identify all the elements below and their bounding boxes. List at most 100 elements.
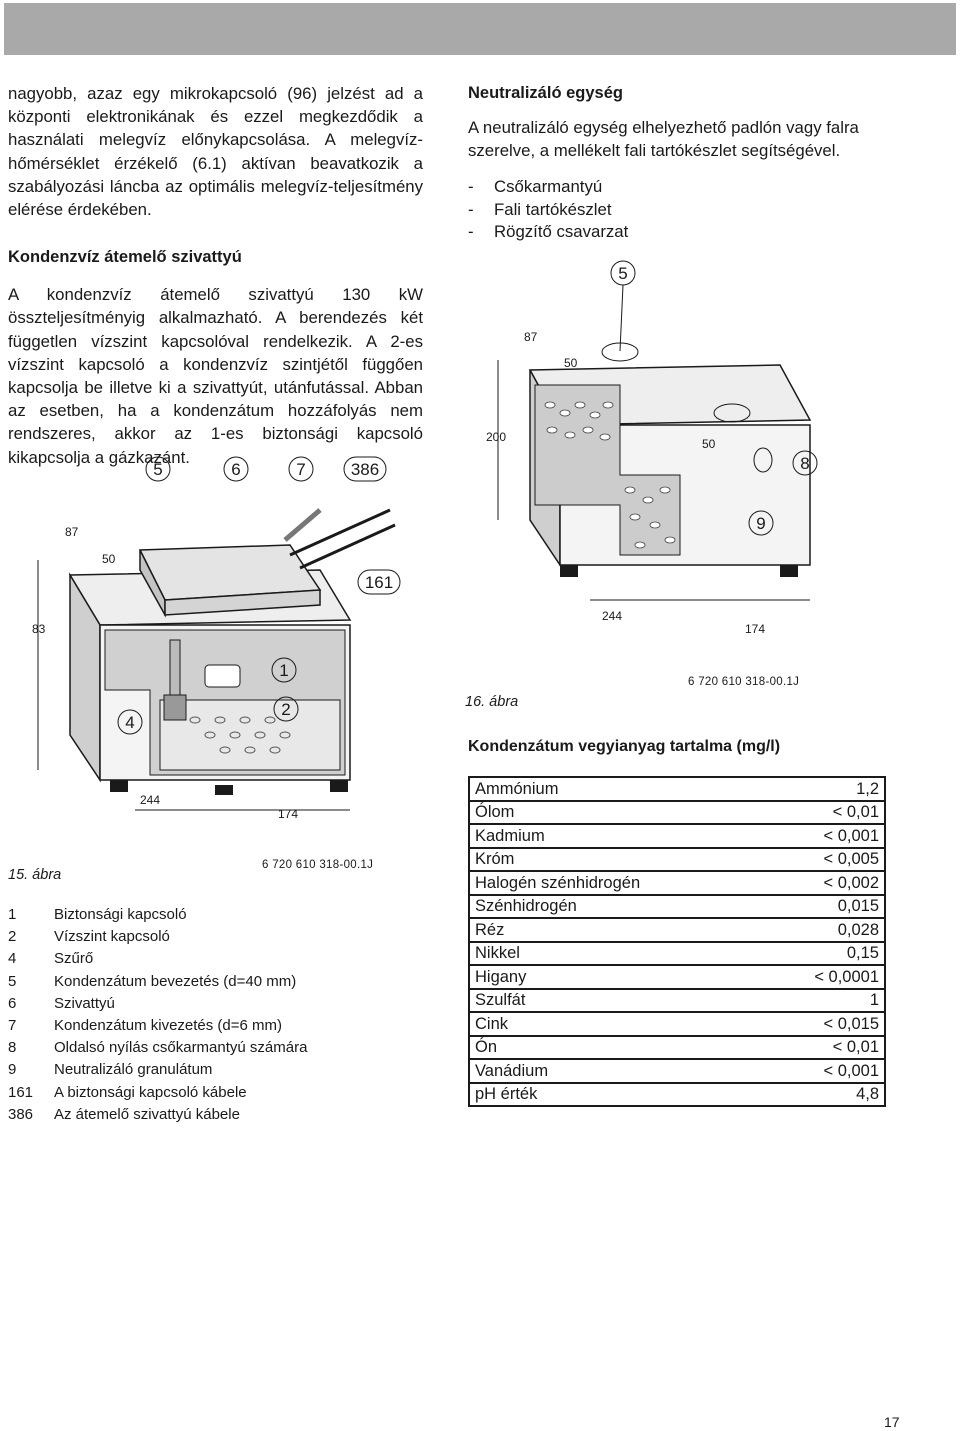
figure-16-neutralizer-diagram: 5 8 9 87 50 200 50 244 174 — [486, 260, 818, 636]
legend-row: 6 Szivattyú — [8, 993, 408, 1015]
list-item: Csőkarmantyú — [468, 176, 888, 199]
legend-text: Kondenzátum bevezetés (d=40 mm) — [54, 972, 297, 990]
callout-5: 5 — [145, 456, 171, 482]
figure-16-part-number: 6 720 610 318-00.1J — [688, 676, 800, 688]
figure-15-pump-diagram: 5 6 7 386 161 1 2 4 87 50 83 244 174 — [32, 456, 401, 821]
pump-motor-front — [164, 589, 321, 616]
dim-174: 174 — [278, 807, 298, 821]
table-cell-name: Nikkel — [468, 940, 764, 966]
table-row: Cink< 0,015 — [468, 1011, 886, 1037]
right-column: Neutralizáló egység A neutralizáló egysé… — [468, 82, 888, 244]
table-cell-value: 0,015 — [764, 893, 886, 919]
filter-area — [159, 699, 341, 771]
dim-50: 50 — [702, 437, 716, 451]
legend-number: 6 — [8, 994, 17, 1012]
page-header-bar — [4, 3, 956, 55]
foot — [780, 565, 798, 577]
table-cell-name: Higany — [468, 964, 764, 990]
foot — [110, 780, 128, 792]
legend-text: Szivattyú — [54, 994, 115, 1012]
figure-15-caption: 15. ábra — [8, 867, 62, 883]
table-cell-name: Króm — [468, 846, 764, 872]
table-cell-name: pH érték — [468, 1081, 764, 1107]
table-row: Vanádium< 0,001 — [468, 1058, 886, 1084]
figure-16-caption: 16. ábra — [465, 694, 519, 710]
legend-number: 1 — [8, 906, 17, 923]
legend-text: Oldalsó nyílás csőkarmantyú számára — [54, 1039, 308, 1057]
table-row: Higany< 0,0001 — [468, 964, 886, 990]
cable-386 — [289, 508, 391, 557]
table-cell-value: 4,8 — [764, 1081, 886, 1107]
svg-text:6: 6 — [231, 460, 240, 479]
neutralizer-items: Csőkarmantyú Fali tartókészlet Rögzítő c… — [468, 176, 888, 244]
svg-text:5: 5 — [153, 460, 162, 479]
table-cell-name: Szulfát — [468, 987, 764, 1013]
table-cell-name: Halogén szénhidrogén — [468, 870, 764, 896]
svg-text:1: 1 — [279, 661, 288, 680]
page-number: 17 — [884, 1414, 900, 1430]
cable-161 — [299, 523, 396, 570]
svg-text:8: 8 — [800, 454, 809, 473]
table-cell-value: < 0,005 — [764, 846, 886, 872]
table-cell-name: Cink — [468, 1011, 764, 1037]
table-cell-value: < 0,002 — [764, 870, 886, 896]
table-title: Kondenzátum vegyianyag tartalma (mg/l) — [468, 738, 781, 755]
filter-holes — [189, 716, 291, 754]
legend-text: A biztonsági kapcsoló kábele — [54, 1083, 247, 1101]
top-opening — [713, 403, 751, 423]
legend-number: 8 — [8, 1039, 17, 1057]
table-cell-value: < 0,0001 — [764, 964, 886, 990]
figure-15-part-number: 6 720 610 318-00.1J — [262, 859, 374, 871]
level-switch — [204, 664, 241, 688]
table-row: Kadmium< 0,001 — [468, 823, 886, 849]
dim-83: 83 — [32, 622, 46, 636]
svg-text:4: 4 — [125, 713, 134, 732]
table-cell-value: 1,2 — [764, 776, 886, 802]
foot — [560, 565, 578, 577]
legend-number: 5 — [8, 972, 17, 990]
table-row: Króm< 0,005 — [468, 846, 886, 872]
legend-row: 8 Oldalsó nyílás csőkarmantyú számára — [8, 1037, 408, 1059]
callout-386: 386 — [343, 456, 387, 482]
svg-text:2: 2 — [281, 700, 290, 719]
section-heading-neutralizer: Neutralizáló egység — [468, 84, 623, 102]
svg-text:386: 386 — [351, 460, 379, 479]
dim-174: 174 — [745, 622, 765, 636]
table-cell-name: Szénhidrogén — [468, 893, 764, 919]
dim-50: 50 — [102, 552, 116, 566]
granulate-pellets — [544, 401, 676, 549]
neutralizer-paragraph: A neutralizáló egység elhelyezhető padló… — [468, 118, 859, 161]
granulate-fill — [534, 384, 681, 556]
callout-2: 2 — [273, 696, 299, 722]
table-cell-value: < 0,001 — [764, 823, 886, 849]
table-row: Ólom< 0,01 — [468, 799, 886, 825]
table-cell-value: < 0,01 — [764, 799, 886, 825]
callout-4: 4 — [117, 709, 143, 735]
dim-200: 200 — [486, 430, 506, 444]
table-cell-name: Ólom — [468, 799, 764, 825]
legend-text: Vízszint kapcsoló — [54, 928, 170, 946]
callout-161: 161 — [357, 569, 401, 595]
table-row: Halogén szénhidrogén< 0,002 — [468, 870, 886, 896]
callout-8: 8 — [792, 450, 818, 476]
legend-number: 7 — [8, 1017, 17, 1035]
table-cell-name: Réz — [468, 917, 764, 943]
table-cell-name: Vanádium — [468, 1058, 764, 1084]
legend-row: 5 Kondenzátum bevezetés (d=40 mm) — [8, 971, 408, 993]
table-cell-value: 1 — [764, 987, 886, 1013]
dim-244: 244 — [140, 793, 160, 807]
table-cell-value: < 0,015 — [764, 1011, 886, 1037]
foot — [330, 780, 348, 792]
table-cell-value: 0,15 — [764, 940, 886, 966]
left-column: nagyobb, azaz egy mikrokapcsoló (96) jel… — [8, 82, 423, 469]
